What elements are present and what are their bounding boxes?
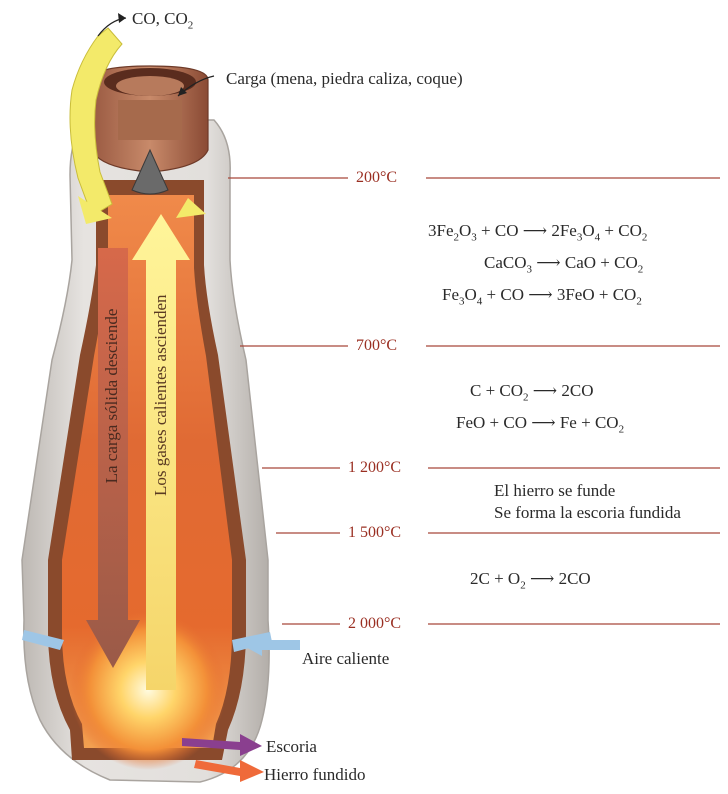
eq-term: 2C + O <box>470 569 520 588</box>
hot-air-label: Aire caliente <box>302 650 389 667</box>
gases-ascend-label: Los gases calientes ascienden <box>151 296 171 496</box>
eq-term: O <box>465 285 477 304</box>
gas-out-pointer-head <box>118 13 126 23</box>
eq-term: ⟶ 2CO <box>529 381 594 400</box>
hopper-inner <box>116 76 184 96</box>
eq-term: + CO ⟶ 3FeO + CO <box>482 285 636 304</box>
eq-sub: 2 <box>619 423 625 435</box>
eq-c-co2: C + CO2 ⟶ 2CO <box>470 382 594 403</box>
eq-sub: 2 <box>636 295 642 307</box>
eq-term: FeO + CO ⟶ Fe + CO <box>456 413 619 432</box>
molten-iron-label: Hierro fundido <box>264 766 366 783</box>
slag-forms-text: Se forma la escoria fundida <box>494 504 681 521</box>
temp-2000: 2 000°C <box>344 616 405 632</box>
temp-1200: 1 200°C <box>344 460 405 476</box>
eq-fe3o4-co: Fe3O4 + CO ⟶ 3FeO + CO2 <box>442 286 642 307</box>
eq-term: Fe <box>442 285 459 304</box>
eq-sub: 2 <box>638 263 644 275</box>
slag-label: Escoria <box>266 738 317 755</box>
eq-term: O <box>459 221 471 240</box>
eq-fe2o3-co: 3Fe2O3 + CO ⟶ 2Fe3O4 + CO2 <box>428 222 647 243</box>
eq-sub: 2 <box>642 231 648 243</box>
eq-term: CaCO <box>484 253 527 272</box>
gas-out-text: CO, CO <box>132 9 188 28</box>
eq-term: ⟶ 2CO <box>526 569 591 588</box>
solid-descends-label: La carga sólida desciende <box>102 296 122 496</box>
eq-2c-o2: 2C + O2 ⟶ 2CO <box>470 570 591 591</box>
hopper-neck <box>118 100 182 140</box>
temp-1500: 1 500°C <box>344 525 405 541</box>
charge-label: Carga (mena, piedra caliza, coque) <box>226 70 463 87</box>
temp-200: 200°C <box>352 170 401 186</box>
gas-out-label: CO, CO2 <box>132 10 193 31</box>
eq-term: C + CO <box>470 381 523 400</box>
eq-term: 3Fe <box>428 221 454 240</box>
iron-melts-text: El hierro se funde <box>494 482 615 499</box>
eq-term: + CO <box>600 221 642 240</box>
eq-feo-co: FeO + CO ⟶ Fe + CO2 <box>456 414 624 435</box>
temp-700: 700°C <box>352 338 401 354</box>
eq-term: ⟶ CaO + CO <box>532 253 638 272</box>
eq-term: O <box>582 221 594 240</box>
eq-term: + CO ⟶ 2Fe <box>477 221 577 240</box>
gas-out-sub: 2 <box>188 19 194 31</box>
eq-caco3: CaCO3 ⟶ CaO + CO2 <box>484 254 643 275</box>
